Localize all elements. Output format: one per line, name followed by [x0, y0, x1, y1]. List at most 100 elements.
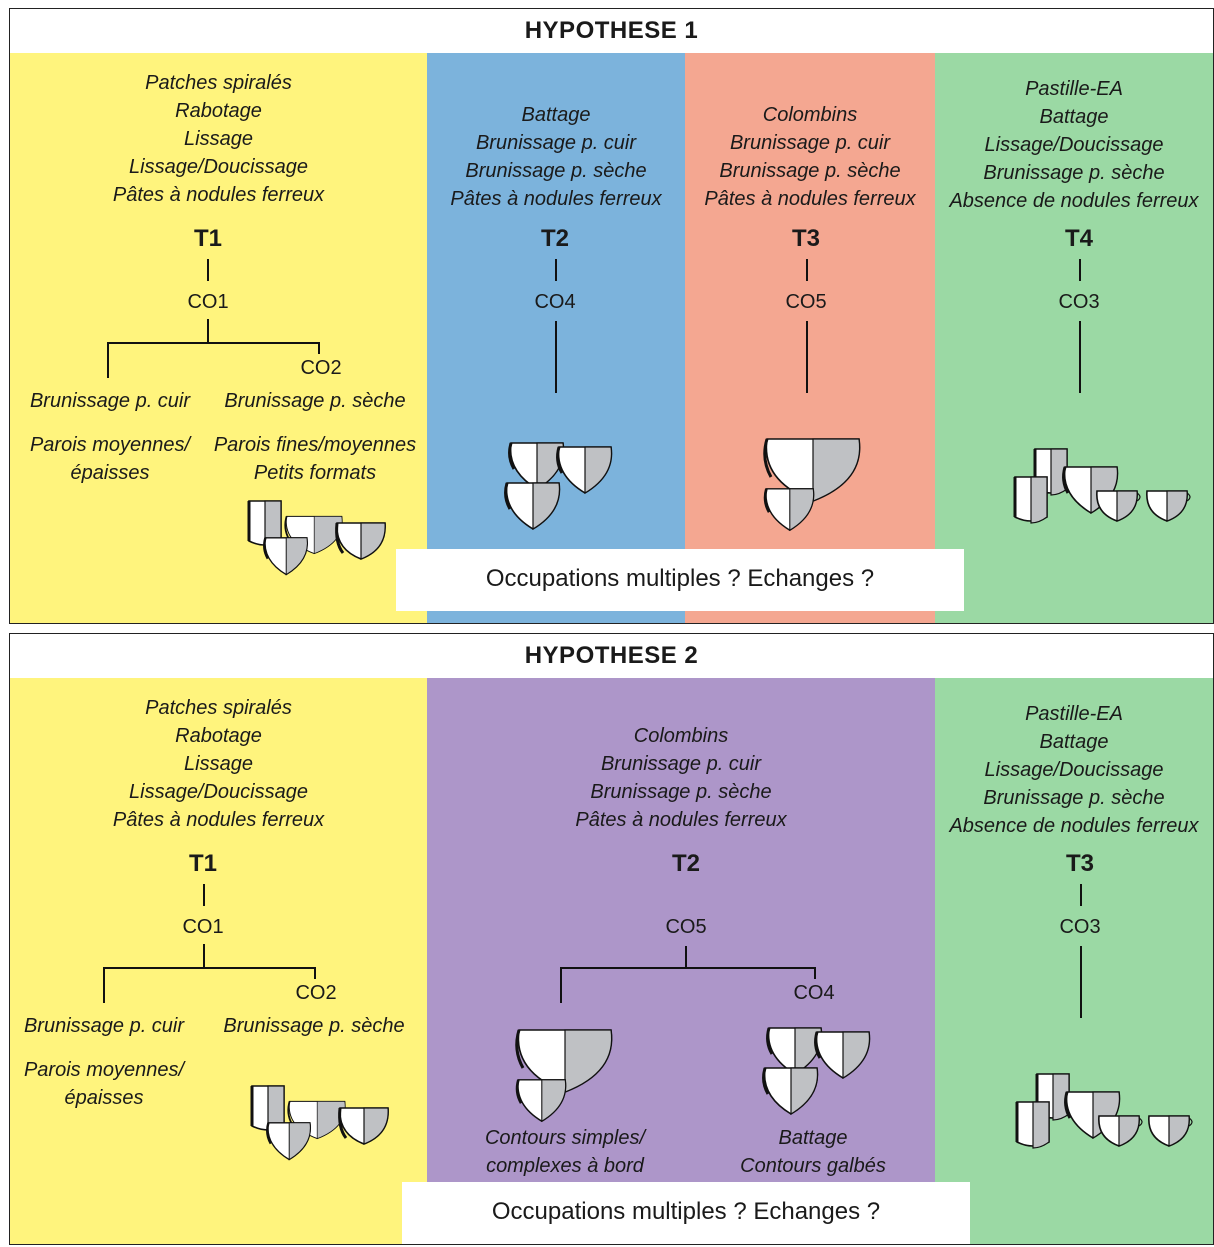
feature-label: Colombins [762, 104, 858, 126]
feature-label: Patches spiralés [145, 72, 292, 94]
feature-label: Absence de nodules ferreux [949, 190, 1199, 212]
connector-line [1079, 259, 1081, 281]
h1-left-note: Brunissage p. cuir Parois moyennes/ épai… [26, 387, 194, 487]
h1-t3-label: T3 [791, 225, 820, 252]
connector-line [203, 944, 205, 968]
h2-t1-pottery-illustration [250, 1084, 390, 1161]
h2-t3-pottery-illustration [1015, 1072, 1193, 1150]
note-line: Brunissage p. cuir [29, 390, 191, 412]
connector-line [314, 967, 316, 979]
h2-co1-label: CO1 [182, 916, 224, 938]
feature-label: Rabotage [175, 100, 262, 122]
feature-label: Lissage/Doucissage [984, 134, 1164, 156]
hypothesis-1-title: HYPOTHESE 1 [10, 9, 1213, 54]
feature-label: Battage [1039, 731, 1109, 753]
h2-column-t2: Colombins Brunissage p. cuir Brunissage … [427, 678, 935, 1244]
h2-right-note: Brunissage p. sèche [216, 1012, 412, 1040]
h1-t1-pottery-illustration [247, 499, 387, 576]
connector-line [814, 967, 816, 979]
feature-label: Battage [1039, 106, 1109, 128]
h2-column-t3: Pastille-EA Battage Lissage/Doucissage B… [935, 678, 1213, 1244]
feature-label: Brunissage p. cuir [600, 753, 762, 775]
h1-exchange-question: Occupations multiples ? Echanges ? [485, 565, 875, 592]
connector-line [203, 884, 205, 906]
h1-t3-pottery-illustration [763, 437, 862, 532]
hypothesis-1-panel: HYPOTHESE 1 Patches spiralés Rabotage Li… [9, 8, 1214, 624]
h1-right-note: Brunissage p. sèche Parois fines/moyenne… [210, 387, 420, 487]
note-line: Parois moyennes/ [23, 1059, 185, 1081]
h1-t4-features: Pastille-EA Battage Lissage/Doucissage B… [935, 75, 1213, 215]
h2-co3-label: CO3 [1059, 916, 1101, 938]
h1-column-t1: Patches spiralés Rabotage Lissage Lissag… [10, 53, 427, 623]
feature-label: Pâtes à nodules ferreux [450, 188, 662, 210]
feature-label: Brunissage p. sèche [465, 160, 647, 182]
h1-t4-pottery-illustration [1013, 447, 1191, 525]
branch-line [560, 967, 816, 969]
connector-line [555, 259, 557, 281]
h2-t2-left-pottery-illustration [515, 1028, 614, 1123]
h2-t3-label: T3 [1065, 850, 1094, 877]
h1-co5-label: CO5 [785, 291, 827, 313]
feature-label: Brunissage p. sèche [983, 787, 1165, 809]
feature-label: Brunissage p. sèche [983, 162, 1165, 184]
note-line: Brunissage p. cuir [23, 1015, 185, 1037]
note-line: épaisses [64, 1087, 144, 1109]
feature-label: Lissage/Doucissage [984, 759, 1164, 781]
h2-exchange-question: Occupations multiples ? Echanges ? [491, 1198, 881, 1225]
feature-label: Pastille-EA [1025, 78, 1123, 100]
feature-label: Lissage/Doucissage [129, 156, 308, 178]
feature-label: Absence de nodules ferreux [949, 815, 1199, 837]
feature-label: Pâtes à nodules ferreux [704, 188, 916, 210]
feature-label: Pâtes à nodules ferreux [112, 184, 325, 206]
h1-co1-label: CO1 [187, 291, 229, 313]
connector-line [555, 321, 557, 393]
h2-co4-label: CO4 [793, 982, 835, 1004]
feature-label: Rabotage [175, 725, 262, 747]
feature-label: Pâtes à nodules ferreux [575, 809, 787, 831]
h1-co4-label: CO4 [534, 291, 576, 313]
feature-label: Patches spiralés [145, 697, 292, 719]
connector-line [318, 342, 320, 354]
h1-t4-label: T4 [1064, 225, 1093, 252]
feature-label: Pastille-EA [1025, 703, 1123, 725]
connector-line [103, 967, 105, 1003]
connector-line [107, 342, 109, 378]
h2-co5-label: CO5 [665, 916, 707, 938]
note-line: complexes à bord [486, 1155, 644, 1177]
feature-label: Lissage [184, 753, 253, 775]
connector-line [560, 967, 562, 1003]
note-line: Battage [778, 1127, 848, 1149]
connector-line [806, 321, 808, 393]
h1-column-t2: Battage Brunissage p. cuir Brunissage p.… [427, 53, 685, 623]
connector-line [685, 946, 687, 968]
feature-label: Pâtes à nodules ferreux [112, 809, 325, 831]
h2-t2-label: T2 [671, 850, 700, 877]
h2-left-note: Brunissage p. cuir Parois moyennes/ épai… [20, 1012, 188, 1112]
h1-column-t4: Pastille-EA Battage Lissage/Doucissage B… [935, 53, 1213, 623]
branch-line [107, 342, 320, 344]
h1-t2-label: T2 [540, 225, 569, 252]
h2-t2-right-pottery-illustration [762, 1026, 871, 1116]
h2-t1-features: Patches spiralés Rabotage Lissage Lissag… [10, 694, 427, 834]
hypothesis-2-title: HYPOTHESE 2 [10, 634, 1213, 679]
connector-line [207, 319, 209, 343]
h2-column-t1: Patches spiralés Rabotage Lissage Lissag… [10, 678, 427, 1244]
h1-t1-label: T1 [193, 225, 222, 252]
h2-co2-label: CO2 [295, 982, 337, 1004]
connector-line [1080, 946, 1082, 1018]
connector-line [207, 259, 209, 281]
feature-label: Battage [521, 104, 591, 126]
feature-label: Brunissage p. cuir [475, 132, 637, 154]
h1-t2-features: Battage Brunissage p. cuir Brunissage p.… [427, 101, 685, 213]
h2-t2-right-note: Battage Contours galbés [723, 1124, 903, 1180]
note-line: Parois moyennes/ [29, 434, 191, 456]
h1-t1-features: Patches spiralés Rabotage Lissage Lissag… [10, 69, 427, 209]
h1-co2-label: CO2 [300, 357, 342, 379]
feature-label: Lissage/Doucissage [129, 781, 308, 803]
note-line: Contours simples/ [484, 1127, 646, 1149]
h1-t2-pottery-illustration [504, 441, 613, 531]
feature-label: Lissage [184, 128, 253, 150]
connector-line [806, 259, 808, 281]
h1-exchange-question-box: Occupations multiples ? Echanges ? [396, 549, 964, 611]
note-line: Contours galbés [740, 1155, 886, 1177]
